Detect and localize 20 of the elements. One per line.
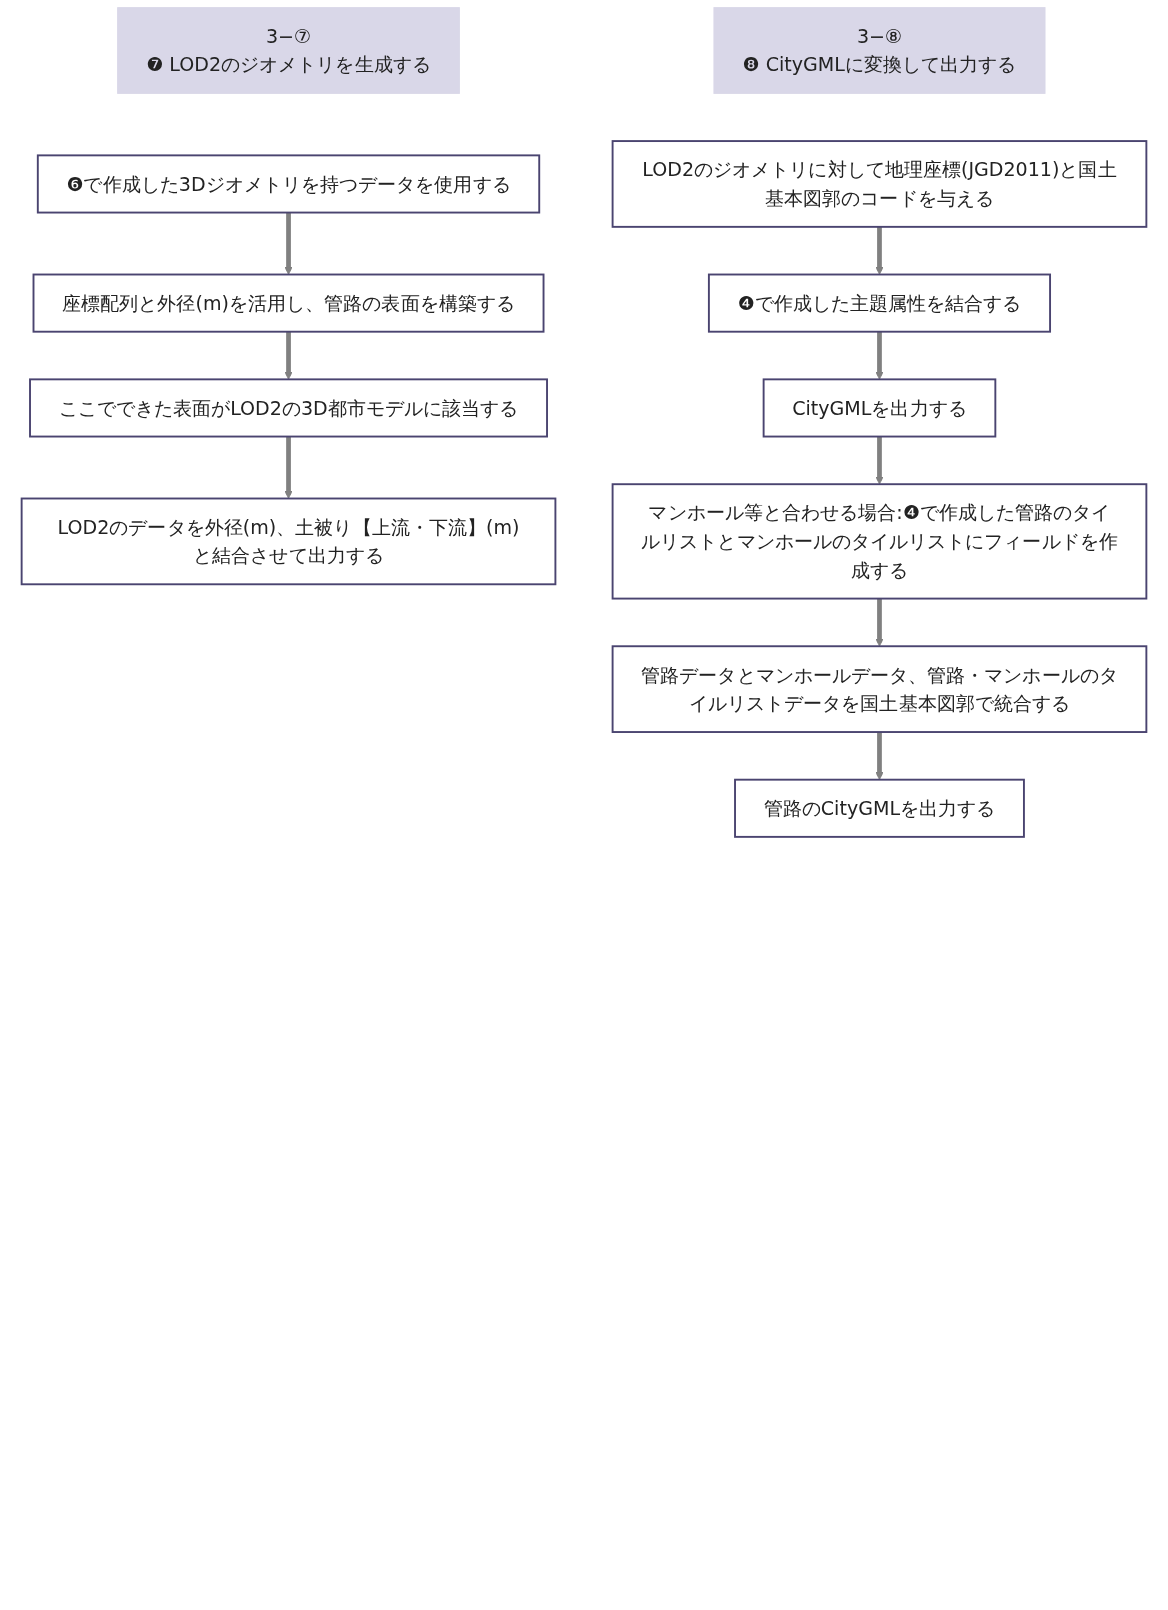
arrow [875, 732, 884, 781]
node-box: ここでできた表面がLOD2の3D都市モデルに該当する [29, 378, 548, 438]
arrow [875, 331, 884, 380]
node-box: LOD2のデータを外径(m)、土被り【上流・下流】(m)と結合させて出力する [20, 497, 557, 586]
node-box: ❻で作成した3Dジオメトリを持つデータを使用する [36, 154, 541, 214]
node-box: LOD2のジオメトリに対して地理座標(JGD2011)と国土基本図郭のコードを与える [611, 140, 1148, 228]
arrow [875, 598, 884, 647]
arrow [284, 331, 293, 380]
node-box: 3−⑧ ❽ CityGMLに変換して出力する [713, 7, 1046, 94]
arrow [284, 436, 293, 499]
node-box: 管路データとマンホールデータ、管路・マンホールのタイルリストデータを国土基本図郭で統合する [611, 645, 1148, 733]
arrow [284, 212, 293, 275]
node-box: 管路のCityGMLを出力する [734, 778, 1025, 838]
node-box: CityGMLを出力する [762, 378, 997, 438]
node-box: 座標配列と外径(m)を活用し、管路の表面を構築する [32, 273, 545, 333]
node-box: ❹で作成した主題属性を結合する [707, 273, 1052, 333]
arrow [875, 226, 884, 275]
arrow [875, 436, 884, 485]
node-box: マンホール等と合わせる場合:❹で作成した管路のタイルリストとマンホールのタイルリストにフィールドを作成する [611, 483, 1148, 600]
node-box: 3−⑦ ❼ LOD2のジオメトリを生成する [117, 7, 460, 94]
